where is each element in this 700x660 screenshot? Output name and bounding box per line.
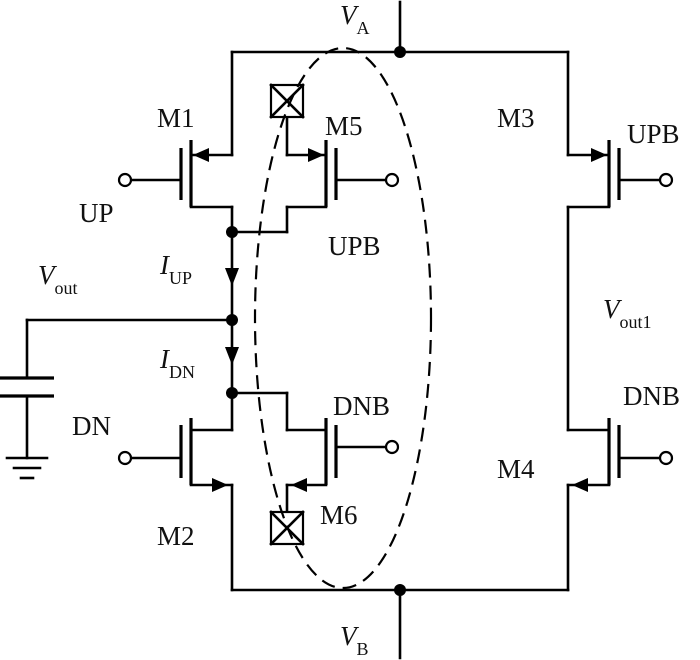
dummy-switch-ellipse	[253, 46, 433, 590]
top-rail	[230, 0, 570, 58]
dnb-m4-label: DNB	[623, 381, 680, 411]
m6-label: M6	[320, 500, 358, 530]
m5-transistor	[230, 115, 388, 234]
bottom-rail	[230, 584, 570, 660]
iup-label: IUP	[159, 250, 192, 288]
m5-x-box	[269, 83, 305, 119]
vb-label: VB	[340, 621, 369, 659]
m4-transistor	[566, 418, 662, 592]
idn-arrow	[225, 347, 239, 365]
upb-m5-label: UPB	[328, 231, 381, 261]
up-terminal	[117, 172, 133, 188]
vout-label: Vout	[38, 260, 78, 298]
m1-drain-node	[226, 226, 238, 238]
dnb-m6-terminal	[384, 439, 400, 455]
va-label: VA	[340, 0, 370, 38]
current-branch	[225, 226, 239, 399]
ground-icon	[5, 456, 49, 480]
dn-label: DN	[72, 411, 111, 441]
dnb-m4-terminal	[658, 450, 674, 466]
upb-m3-terminal	[658, 172, 674, 188]
upb-m5-terminal	[384, 172, 400, 188]
vout1-label: Vout1	[603, 294, 652, 332]
m6-transistor	[230, 391, 388, 514]
m1-transistor	[129, 50, 234, 234]
up-label: UP	[79, 198, 114, 228]
upb-m3-label: UPB	[627, 119, 680, 149]
m3-transistor	[566, 50, 662, 432]
m1-label: M1	[157, 103, 195, 133]
va-node	[394, 46, 406, 58]
m2-transistor	[129, 391, 234, 592]
idn-label: IDN	[159, 344, 195, 382]
dnb-m6-label: DNB	[333, 391, 390, 421]
iup-arrow	[225, 268, 239, 286]
m5-label: M5	[325, 111, 363, 141]
dn-terminal	[117, 450, 133, 466]
m4-label: M4	[497, 454, 535, 484]
m3-label: M3	[497, 103, 535, 133]
output-capacitor	[0, 318, 234, 460]
vb-node	[394, 584, 406, 596]
m2-label: M2	[157, 521, 195, 551]
